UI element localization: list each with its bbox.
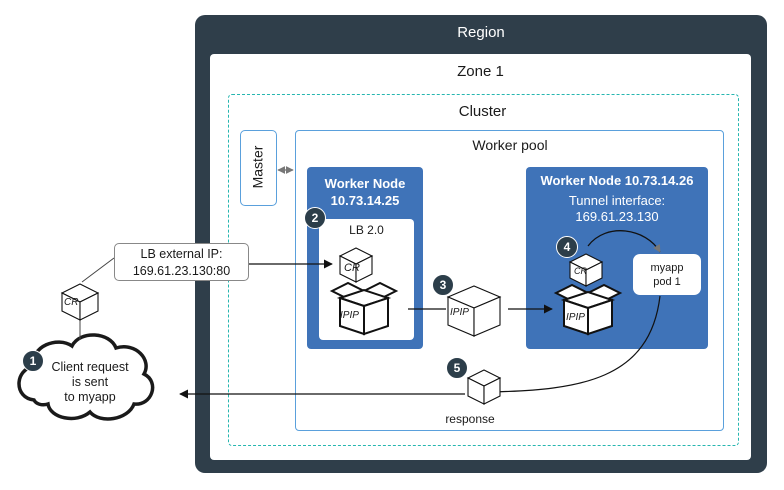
pod-line1: myapp xyxy=(650,261,684,274)
worker-pool-container xyxy=(295,130,724,431)
pod-line2: pod 1 xyxy=(653,275,681,288)
response-packet xyxy=(466,369,502,405)
response-label: response xyxy=(445,412,495,426)
master-box xyxy=(240,130,277,206)
client-cr-label: CR xyxy=(64,297,79,308)
node2-cr-label: CR xyxy=(574,266,587,276)
lb-ipip-label: IPIP xyxy=(340,310,359,321)
client-line3: to myapp xyxy=(64,390,116,404)
client-to-lb-line xyxy=(81,257,115,283)
lb-cr-packet xyxy=(338,247,374,283)
tunnel-interface-label: Tunnel interface: 169.61.23.130 xyxy=(526,193,708,225)
worker-node-1-title: Worker Node 10.73.14.25 xyxy=(307,175,423,209)
response-path xyxy=(489,295,661,393)
step-1-badge: 1 xyxy=(22,350,44,372)
step-4-badge: 4 xyxy=(556,236,578,258)
node2-ipip-packet xyxy=(553,283,623,336)
transit-ipip-label: IPIP xyxy=(450,307,469,318)
worker-node-2-title: Worker Node 10.73.14.26 xyxy=(540,173,694,188)
myapp-pod: myapp pod 1 xyxy=(633,254,701,295)
tunnel-interface-ip: 169.61.23.130 xyxy=(575,209,659,224)
client-request-label: Client request is sent to myapp xyxy=(40,360,140,405)
zone-label: Zone 1 xyxy=(457,63,504,80)
transit-ipip-packet xyxy=(446,285,502,337)
node2-ipip-label: IPIP xyxy=(566,312,585,323)
worker-node-1-title-line1: Worker Node xyxy=(324,176,406,191)
client-line1: Client request xyxy=(51,360,129,374)
tunnel-interface-line1: Tunnel interface: xyxy=(568,193,666,208)
client-line2: is sent xyxy=(71,375,109,389)
lb-external-ip-value: 169.61.23.130:80 xyxy=(132,264,231,278)
step-2-badge: 2 xyxy=(304,207,326,229)
region-label: Region xyxy=(457,24,505,41)
step-3-badge: 3 xyxy=(432,274,454,296)
lb-cr-label: CR xyxy=(344,262,360,274)
lb-ipip-packet xyxy=(329,281,399,336)
load-balancer-label: LB 2.0 xyxy=(349,223,384,237)
worker-node-1-ip: 10.73.14.25 xyxy=(330,193,400,208)
cluster-label: Cluster xyxy=(458,103,507,120)
lb-external-ip-title: LB external IP: xyxy=(140,247,223,261)
worker-pool-label: Worker pool xyxy=(472,137,548,153)
node2-cr-packet xyxy=(568,253,604,287)
client-cr-packet xyxy=(60,283,100,321)
lb-external-ip-box: LB external IP: 169.61.23.130:80 xyxy=(114,243,249,281)
step-5-badge: 5 xyxy=(446,357,468,379)
unwrap-to-pod-arrow xyxy=(587,230,661,253)
